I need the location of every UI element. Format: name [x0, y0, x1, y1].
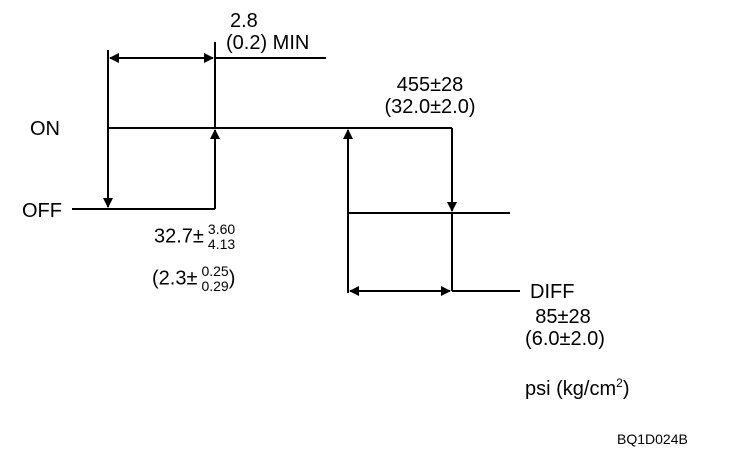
unit-label: psi (kg/cm2)	[525, 376, 630, 400]
min-gap-psi: 2.8	[230, 10, 258, 32]
off-pressure-psi-upper: 3.60	[207, 221, 236, 237]
diff-value-psi: 85±28	[535, 306, 591, 328]
diff-label: DIFF	[530, 281, 575, 303]
unit-close: )	[622, 378, 630, 400]
min-gap-kg: (0.2) MIN	[226, 32, 310, 54]
diff-value-kg: (6.0±2.0)	[525, 328, 605, 350]
off-pressure-kg-upper: 0.25	[201, 263, 229, 279]
off-pressure-kg-close: )	[228, 267, 236, 290]
off-pressure-psi-lower: 4.13	[207, 236, 236, 252]
on-label: ON	[30, 118, 60, 140]
off-pressure-psi-base: 32.7±	[154, 225, 204, 248]
unit-superscript: 2	[616, 376, 623, 390]
on-pressure-kg: (32.0±2.0)	[384, 96, 476, 118]
on-pressure-psi: 455±28	[396, 74, 464, 96]
off-pressure-kg-lower: 0.29	[201, 278, 229, 294]
off-label: OFF	[22, 200, 62, 222]
unit-base: psi (kg/cm	[525, 378, 617, 400]
figure-code: BQ1D024B	[617, 431, 688, 447]
off-pressure-kg-open: (2.3±	[152, 267, 198, 290]
